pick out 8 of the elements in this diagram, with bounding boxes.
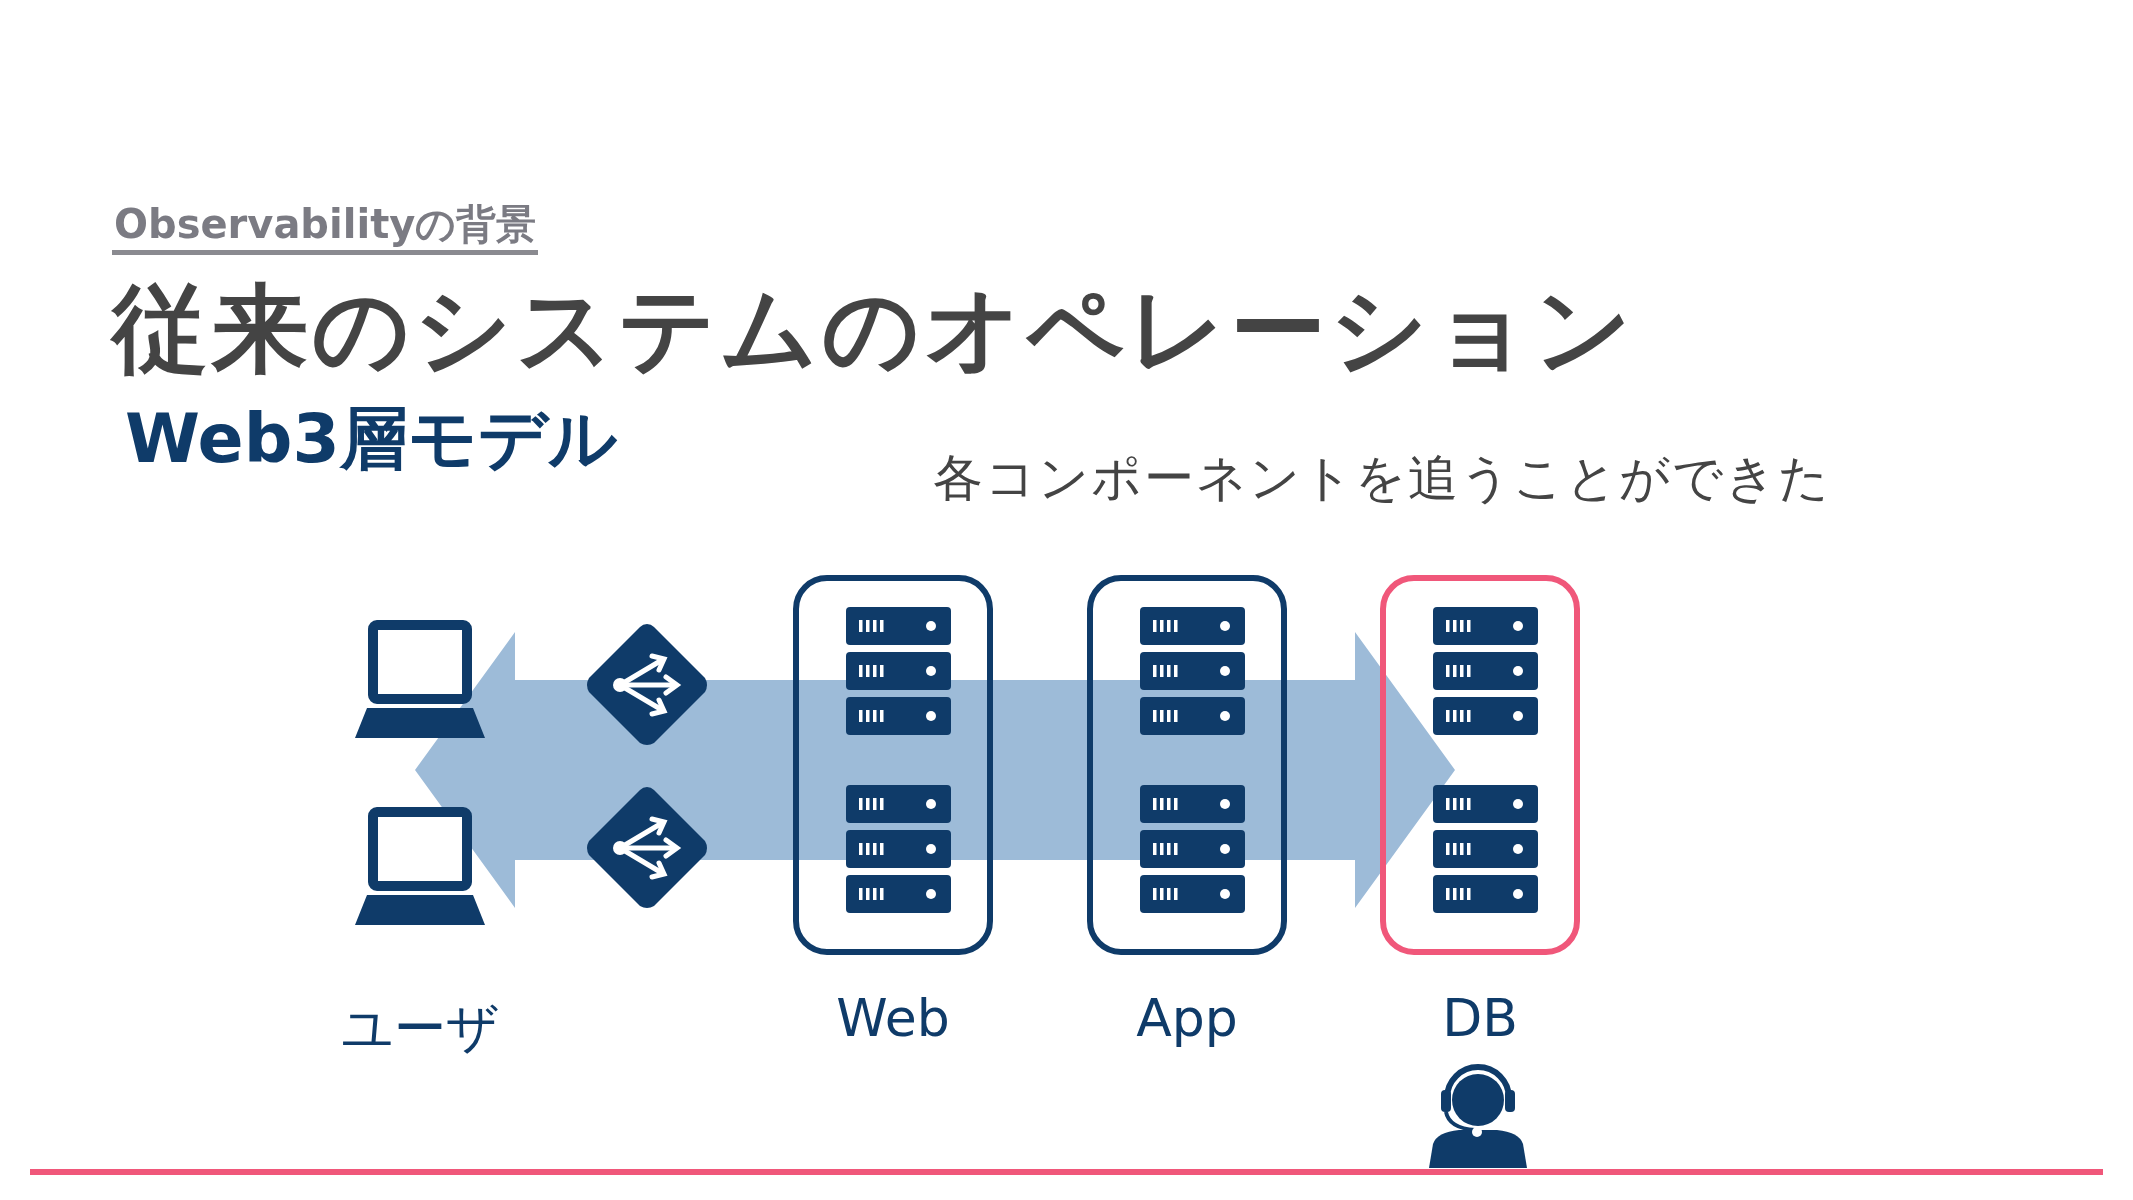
- tier-label: ユーザ: [340, 997, 500, 1060]
- tier-label: Web: [835, 987, 951, 1050]
- subtitle: Web3層モデル: [125, 398, 618, 480]
- note-text: 各コンポーネントを追うことができた: [933, 448, 1831, 508]
- tier-label: App: [1135, 987, 1239, 1050]
- section-heading: Observabilityの背景: [112, 200, 539, 255]
- tier-label: DB: [1441, 987, 1519, 1050]
- slide-title: 従来のシステムのオペレーション: [112, 272, 1636, 387]
